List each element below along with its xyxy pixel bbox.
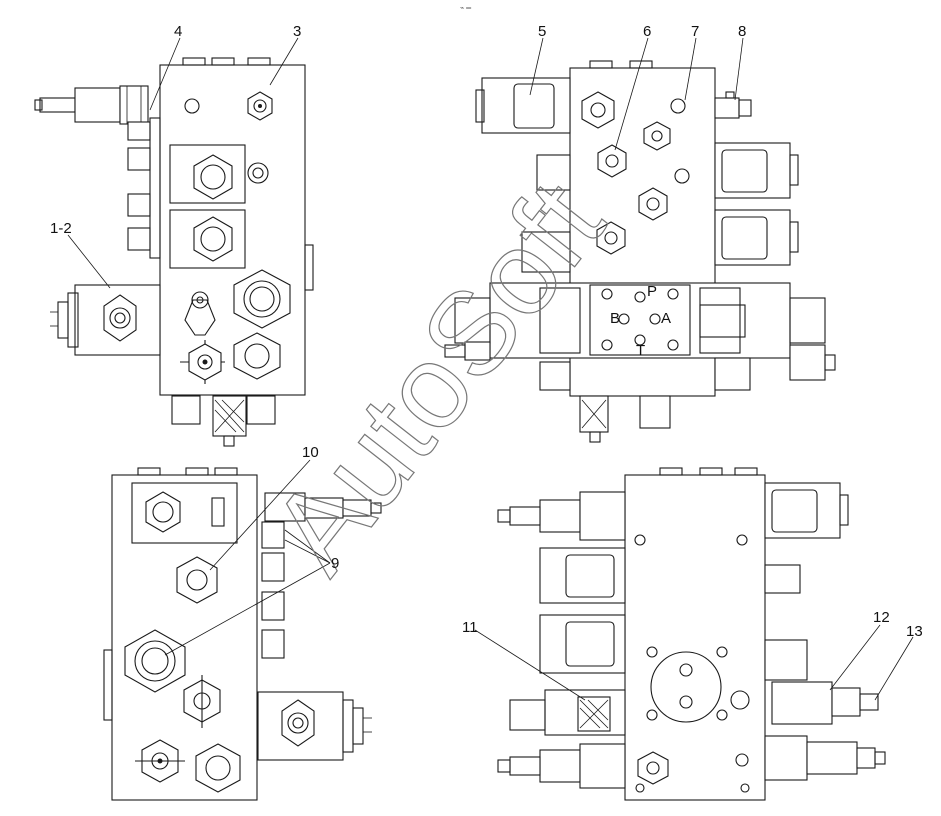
hex-nut <box>643 121 671 151</box>
view-top-left <box>34 57 314 447</box>
callout-label: 1-2 <box>50 220 72 237</box>
view-bottom-right <box>497 467 886 801</box>
callout-label: 6 <box>643 23 651 40</box>
port-b-label: B <box>610 310 620 327</box>
solenoid-coil <box>475 77 571 134</box>
callout-label: 5 <box>538 23 546 40</box>
cartridge-valve <box>34 85 149 125</box>
solenoid-coil <box>257 691 372 761</box>
callout-label: 9 <box>331 555 339 572</box>
callout-labels: 4 3 1-2 5 6 7 8 10 9 11 12 13 <box>50 23 923 640</box>
solenoid-coil <box>50 284 161 356</box>
hex-nut <box>233 332 281 380</box>
port-t-label: T <box>636 342 645 359</box>
top-mark: ⌁ ═ <box>460 5 471 12</box>
hex-nut <box>124 629 186 693</box>
callout-label: 3 <box>293 23 301 40</box>
valve-body <box>624 474 766 801</box>
hex-nut <box>193 154 233 200</box>
hex-nut <box>233 269 291 329</box>
directional-valve: P A B T <box>454 282 826 359</box>
leader-lines <box>67 37 914 701</box>
hex-nut <box>145 491 181 533</box>
hex-nut <box>195 743 241 793</box>
hex-nut <box>176 556 218 604</box>
callout-label: 10 <box>302 444 319 461</box>
hex-nut <box>193 216 233 262</box>
port-p-label: P <box>647 283 657 300</box>
hex-nut <box>637 751 669 785</box>
callout-label: 13 <box>906 623 923 640</box>
hex-nut <box>581 91 615 129</box>
hex-nut <box>597 144 627 178</box>
star-nut <box>281 699 315 747</box>
plug-group <box>127 117 161 259</box>
callout-label: 4 <box>174 23 182 40</box>
key-fitting <box>184 299 216 336</box>
callout-label: 8 <box>738 23 746 40</box>
callout-label: 7 <box>691 23 699 40</box>
view-bottom-left <box>103 467 382 801</box>
port-a-label: A <box>661 310 671 327</box>
hex-nut <box>596 221 626 255</box>
valve-body <box>111 474 258 801</box>
callout-label: 11 <box>462 619 478 636</box>
star-nut <box>103 294 137 342</box>
callout-label: 12 <box>873 609 890 626</box>
view-top-right: P A B T <box>444 60 836 443</box>
hex-nut <box>638 187 668 221</box>
